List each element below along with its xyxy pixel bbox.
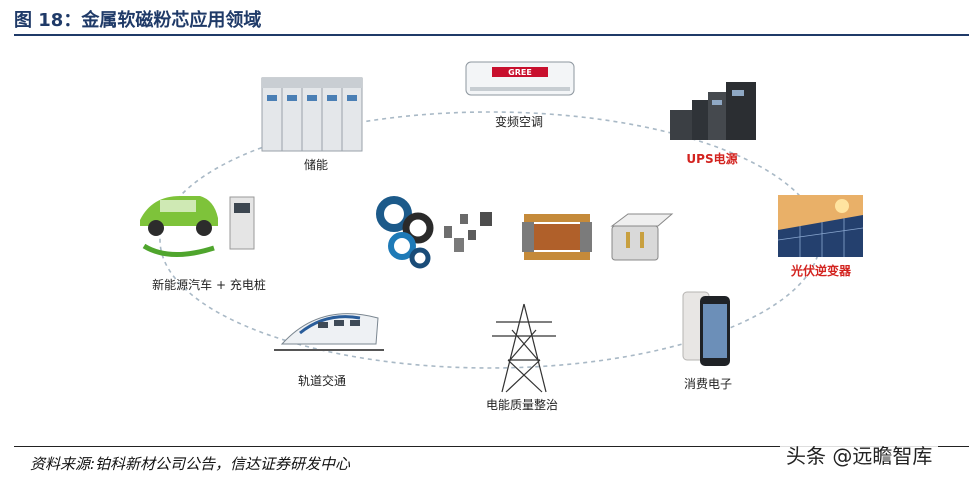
label-energy-storage: 储能 [303, 158, 329, 172]
ups-unit-icon [670, 82, 756, 140]
inductor-icon [522, 214, 592, 260]
solar-panel-icon [777, 195, 864, 257]
footer-divider [14, 446, 969, 447]
figure-title: 图 18：金属软磁粉芯应用领域 [14, 10, 262, 31]
label-air-conditioner: 变频空调 [494, 115, 544, 129]
label-ups: UPS电源 [686, 152, 738, 166]
label-consumer-electronics: 消费电子 [683, 377, 733, 391]
source-note: 资料来源:铂科新材公司公告，信达证券研发中心 [30, 455, 351, 473]
title-divider [14, 34, 969, 36]
label-rail-transit: 轨道交通 [297, 374, 347, 388]
power-module-icon [610, 213, 674, 261]
ac-brand-logo: GREE [508, 68, 532, 77]
label-pv-inverter: 光伏逆变器 [790, 264, 852, 278]
transmission-tower-icon [492, 303, 556, 393]
watermark: 头条 @远瞻智库 [780, 438, 939, 471]
high-speed-train-icon [274, 313, 384, 351]
label-power-quality: 电能质量整治 [485, 398, 559, 412]
air-conditioner-icon: GREE [465, 61, 575, 96]
energy-storage-cabinet-icon [261, 77, 363, 152]
ev-charging-icon [140, 196, 255, 258]
smartphone-icon [682, 291, 730, 366]
toroidal-cores-icon [376, 196, 492, 269]
label-ev-charging: 新能源汽车 + 充电桩 [152, 278, 266, 292]
